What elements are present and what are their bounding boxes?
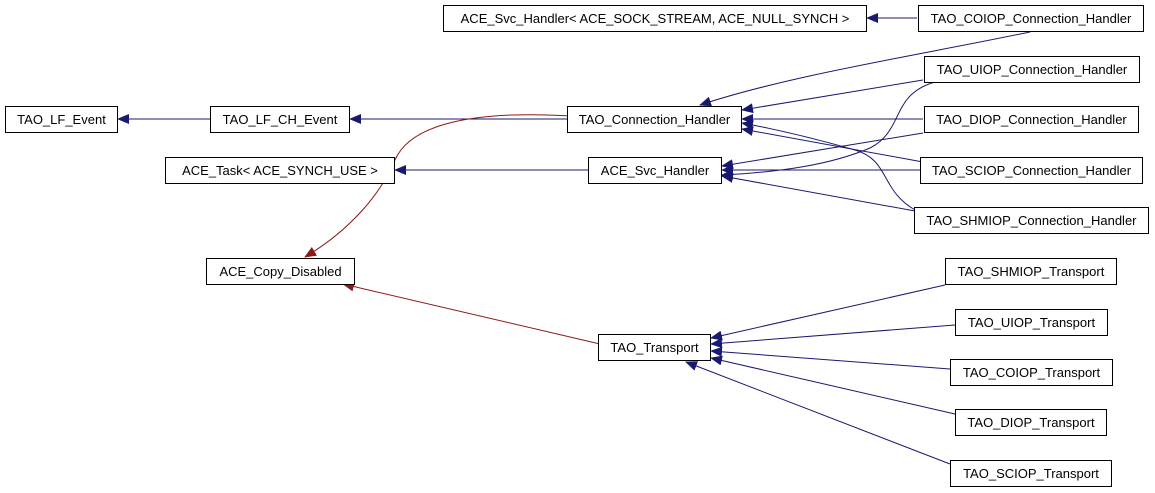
node-ace-svc-handler[interactable]: ACE_Svc_Handler bbox=[588, 157, 722, 184]
node-tao-coiop-transport[interactable]: TAO_COIOP_Transport bbox=[950, 359, 1113, 386]
node-label: TAO_DIOP_Connection_Handler bbox=[936, 112, 1127, 127]
node-tao-transport[interactable]: TAO_Transport bbox=[598, 334, 711, 361]
node-layer: ACE_Svc_Handler< ACE_SOCK_STREAM, ACE_NU… bbox=[5, 5, 1149, 487]
node-tao-diop-transport[interactable]: TAO_DIOP_Transport bbox=[955, 409, 1107, 436]
node-label: TAO_SHMIOP_Transport bbox=[958, 264, 1105, 279]
node-label: ACE_Task< ACE_SYNCH_USE > bbox=[182, 163, 378, 178]
node-label: TAO_SHMIOP_Connection_Handler bbox=[926, 213, 1137, 228]
node-label: TAO_UIOP_Transport bbox=[968, 315, 1096, 330]
node-tao-shmiop-transport[interactable]: TAO_SHMIOP_Transport bbox=[945, 258, 1117, 285]
edge-uiop-transport-to-transport bbox=[710, 324, 956, 349]
node-label: TAO_SCIOP_Connection_Handler bbox=[932, 163, 1132, 178]
node-label: TAO_LF_CH_Event bbox=[223, 112, 338, 127]
node-label: ACE_Svc_Handler< ACE_SOCK_STREAM, ACE_NU… bbox=[461, 11, 850, 26]
node-label: TAO_COIOP_Connection_Handler bbox=[931, 11, 1132, 26]
node-ace-task-synch-use[interactable]: ACE_Task< ACE_SYNCH_USE > bbox=[165, 157, 395, 184]
node-tao-coiop-connection-handler[interactable]: TAO_COIOP_Connection_Handler bbox=[918, 5, 1144, 32]
edge-connection-handler-to-copy-disabled bbox=[304, 114, 573, 258]
edge-transport-to-copy-disabled bbox=[342, 281, 601, 345]
edge-coiop-transport-to-transport bbox=[710, 346, 951, 370]
node-label: TAO_Connection_Handler bbox=[579, 112, 731, 127]
edge-layer bbox=[117, 13, 1031, 465]
node-tao-shmiop-connection-handler[interactable]: TAO_SHMIOP_Connection_Handler bbox=[914, 207, 1149, 234]
edge-uiop-ch-to-connection-handler bbox=[741, 79, 924, 114]
node-tao-sciop-transport[interactable]: TAO_SCIOP_Transport bbox=[950, 460, 1112, 487]
node-tao-lf-event[interactable]: TAO_LF_Event bbox=[5, 106, 118, 133]
edge-diop-ch-to-svc-handler bbox=[721, 132, 924, 170]
node-tao-sciop-connection-handler[interactable]: TAO_SCIOP_Connection_Handler bbox=[920, 157, 1143, 184]
node-ace-copy-disabled[interactable]: ACE_Copy_Disabled bbox=[206, 258, 355, 285]
node-label: TAO_LF_Event bbox=[17, 112, 106, 127]
edge-sciop-transport-to-transport bbox=[685, 361, 951, 465]
node-ace-svc-handler-sock-stream[interactable]: ACE_Svc_Handler< ACE_SOCK_STREAM, ACE_NU… bbox=[443, 5, 867, 32]
node-tao-connection-handler[interactable]: TAO_Connection_Handler bbox=[567, 106, 742, 133]
edge-shmiop-ch-to-connection-handler bbox=[741, 120, 916, 211]
node-label: TAO_DIOP_Transport bbox=[967, 415, 1095, 430]
node-tao-lf-ch-event[interactable]: TAO_LF_CH_Event bbox=[210, 106, 350, 133]
node-label: ACE_Svc_Handler bbox=[601, 163, 710, 178]
node-label: TAO_COIOP_Transport bbox=[963, 365, 1101, 380]
edge-shmiop-transport-to-transport bbox=[710, 284, 946, 341]
node-label: TAO_UIOP_Connection_Handler bbox=[937, 62, 1128, 77]
node-label: ACE_Copy_Disabled bbox=[219, 264, 341, 279]
node-label: TAO_Transport bbox=[610, 340, 699, 355]
node-tao-diop-connection-handler[interactable]: TAO_DIOP_Connection_Handler bbox=[924, 106, 1139, 133]
edge-diop-transport-to-transport bbox=[710, 355, 956, 415]
edge-coiop-ch-to-connection-handler bbox=[699, 31, 1031, 107]
edge-shmiop-ch-to-svc-handler bbox=[721, 173, 916, 212]
node-tao-uiop-transport[interactable]: TAO_UIOP_Transport bbox=[955, 309, 1108, 336]
edge-sciop-ch-to-connection-handler bbox=[741, 126, 924, 163]
node-label: TAO_SCIOP_Transport bbox=[963, 466, 1099, 481]
node-tao-uiop-connection-handler[interactable]: TAO_UIOP_Connection_Handler bbox=[924, 56, 1140, 83]
edge-uiop-ch-to-svc-handler bbox=[721, 81, 936, 180]
